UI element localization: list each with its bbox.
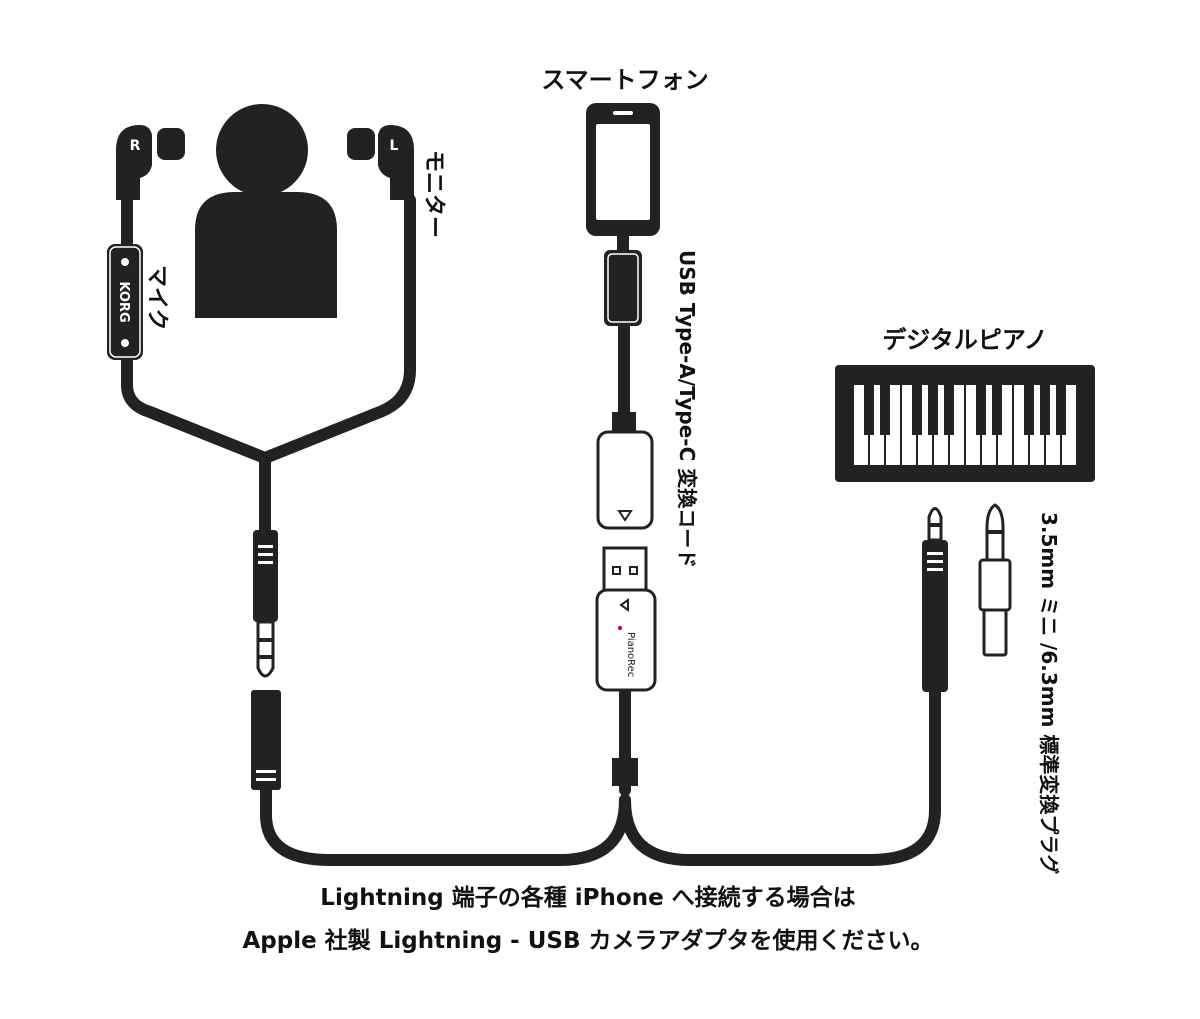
black-key (864, 385, 874, 435)
mic-mute-icon (121, 258, 129, 266)
smartphone-label: スマートフォン (541, 66, 708, 94)
black-key (1040, 385, 1050, 435)
cable-right-loop (619, 684, 941, 866)
note-line-1: Lightning 端子の各種 iPhone へ接続する場合は (320, 884, 855, 911)
mic-label: マイク (144, 265, 169, 331)
usb-adapter-label: USB Type-A/Type-C 変換コード (675, 250, 699, 568)
black-key (992, 385, 1002, 435)
earphone-plug (253, 530, 278, 678)
piano-mini-plug (922, 507, 948, 692)
right-mark: R (130, 138, 141, 154)
standard-plug-adapter (978, 503, 1012, 657)
digital-piano-label: デジタルピアノ (882, 326, 1047, 354)
usb-c-plug (604, 250, 642, 326)
left-mark: L (390, 138, 399, 154)
black-key (944, 385, 954, 435)
black-key (880, 385, 890, 435)
note-line-2: Apple 社製 Lightning - USB カメラアダプタを使用ください。 (242, 927, 933, 954)
black-key (928, 385, 938, 435)
monitor-label: モニター (421, 150, 446, 238)
pianorec-dongle: PianoRec (595, 546, 657, 786)
cable-left-loop (260, 784, 631, 866)
black-key (1056, 385, 1066, 435)
pianorec-logo: PianoRec (625, 632, 636, 677)
usb-adapter (596, 412, 654, 530)
right-earbud: R (116, 125, 185, 200)
mic-controller: KORG (107, 244, 143, 360)
plug-adapter-label: 3.5mm ミニ /6.3mm 標準変換プラグ (1037, 512, 1061, 874)
digital-piano-icon (835, 365, 1095, 482)
korg-logo: KORG (116, 281, 131, 322)
headphone-jack-input (251, 690, 281, 790)
pianorec-logo-dot (618, 626, 622, 630)
black-key (912, 385, 922, 435)
smartphone-icon (586, 103, 660, 236)
person-icon (195, 104, 337, 318)
mic-icon (121, 339, 129, 347)
left-earbud: L (347, 125, 414, 200)
black-key (976, 385, 986, 435)
black-key (1024, 385, 1034, 435)
